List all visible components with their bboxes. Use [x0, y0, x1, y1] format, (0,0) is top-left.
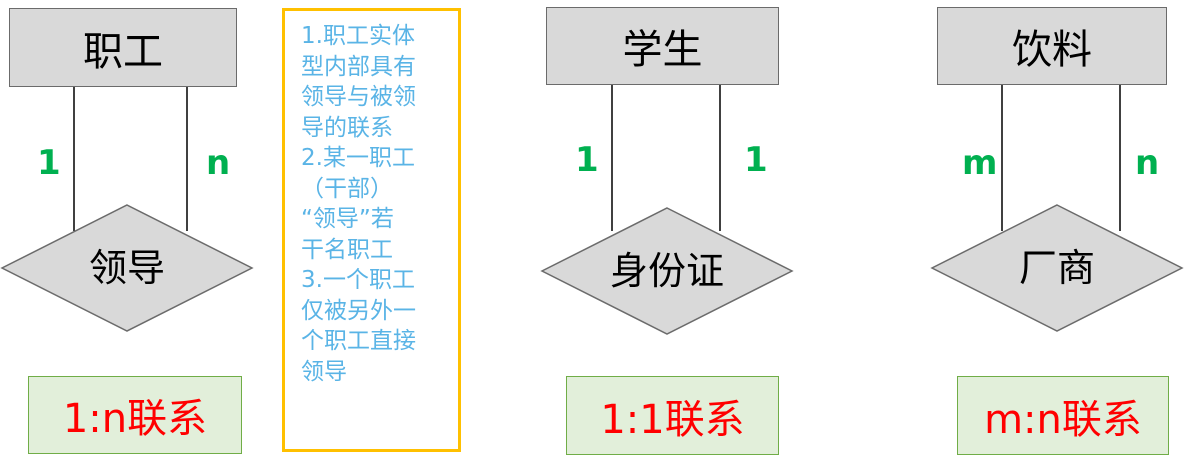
relation-type-label: 1:n联系: [62, 396, 208, 442]
note-line: 仅被另外一: [301, 297, 416, 324]
note-line: 导的联系: [301, 114, 393, 141]
relation-type-box: m:n联系: [957, 376, 1169, 455]
note-line: 2.某一职工: [301, 145, 415, 171]
note-line: 3.一个职工: [301, 267, 415, 293]
note-line: 领导与被领: [301, 84, 416, 110]
entity-box-employee: 职工: [9, 8, 237, 87]
note-line: 个职工直接: [301, 328, 416, 354]
note-line: 1.职工实体: [301, 23, 415, 49]
relation-type-label: 1:1联系: [600, 396, 745, 443]
relation-type-label: m:n联系: [984, 396, 1142, 443]
relation-type-box: 1:n联系: [28, 376, 242, 454]
cardinality-left: 1: [37, 143, 61, 183]
entity-box-beverage: 饮料: [937, 7, 1167, 85]
relationship-label: 身份证: [609, 249, 724, 293]
explanation-note-box: 1.职工实体 型内部具有 领导与被领 导的联系 2.某一职工 （干部） “领导”…: [282, 8, 461, 452]
note-line: （干部）: [301, 175, 393, 202]
cardinality-right: n: [1135, 143, 1160, 183]
relationship-diamond: [930, 204, 1184, 332]
relationship-label: 厂商: [1018, 246, 1095, 290]
relationship-diamond: [540, 207, 794, 335]
entity-label: 职工: [83, 28, 163, 75]
note-line: “领导”若: [301, 206, 394, 232]
cardinality-left: 1: [575, 140, 599, 180]
relation-type-box: 1:1联系: [566, 376, 779, 455]
cardinality-right: n: [206, 143, 231, 183]
note-line: 干名职工: [301, 236, 393, 263]
note-line: 领导: [301, 358, 347, 385]
entity-label: 学生: [622, 27, 703, 73]
relationship-diamond: [0, 204, 254, 332]
relationship-label: 领导: [88, 246, 165, 290]
cardinality-left: m: [962, 143, 998, 183]
note-line: 型内部具有: [301, 53, 416, 80]
entity-label: 饮料: [1012, 27, 1092, 73]
cardinality-right: 1: [744, 140, 768, 180]
entity-box-student: 学生: [546, 7, 779, 85]
